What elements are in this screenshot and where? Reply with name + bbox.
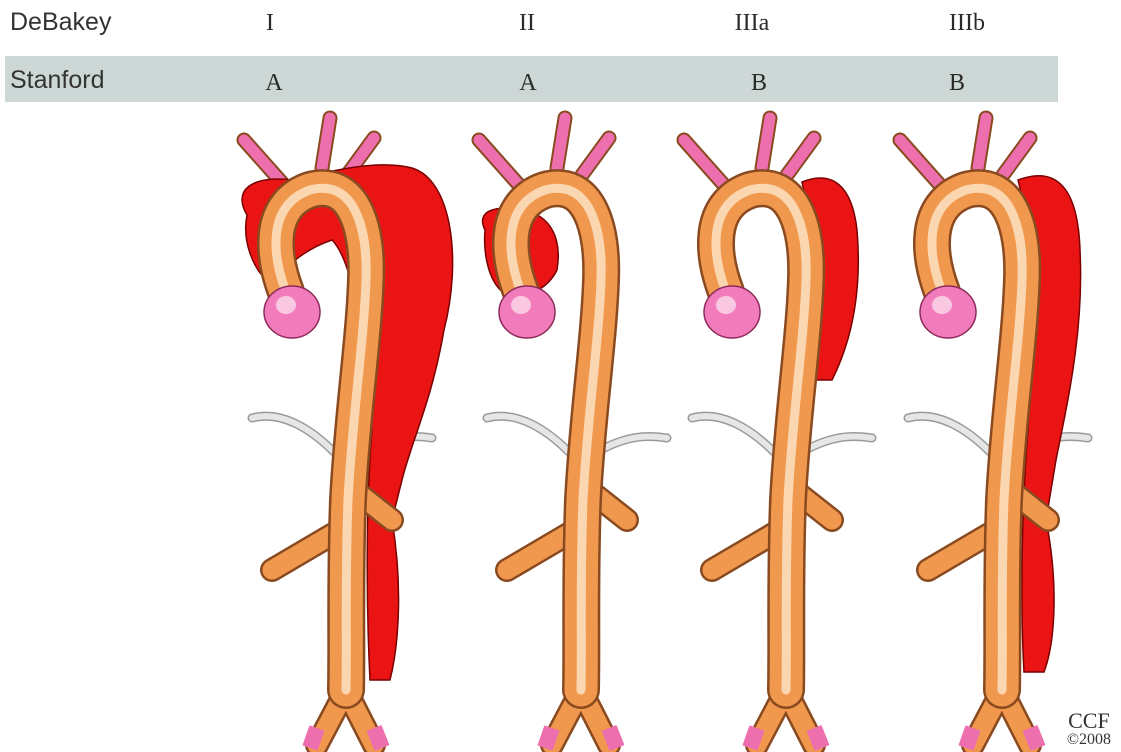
arch-branch [684, 140, 724, 185]
debakey-type-3: IIIa [735, 10, 770, 37]
credit-line-2: ©2008 [1067, 732, 1111, 748]
arch-branch [479, 140, 519, 185]
aorta-diagram-1 [242, 118, 453, 748]
arch-branch [582, 138, 609, 175]
stanford-row: Stanford A A B B [5, 56, 1058, 102]
debakey-type-4: IIIb [949, 10, 985, 37]
arch-branch [1003, 138, 1030, 175]
stanford-type-3: B [751, 70, 767, 97]
stanford-type-4: B [949, 70, 965, 97]
copyright-credit: CCF ©2008 [1067, 710, 1111, 748]
arch-branch [900, 140, 940, 185]
aorta-diagram-3 [684, 118, 872, 748]
debakey-label: DeBakey [10, 8, 111, 37]
credit-line-1: CCF [1067, 710, 1111, 732]
debakey-type-1: I [266, 10, 274, 37]
stanford-type-1: A [265, 70, 282, 97]
stanford-label: Stanford [10, 66, 105, 95]
debakey-row: DeBakey I II IIIa IIIb [0, 0, 1121, 46]
arch-branch [787, 138, 814, 175]
debakey-type-2: II [519, 10, 535, 37]
aorta-diagram-2 [479, 118, 667, 748]
aorta-diagram-4 [900, 118, 1088, 748]
stanford-type-2: A [519, 70, 536, 97]
